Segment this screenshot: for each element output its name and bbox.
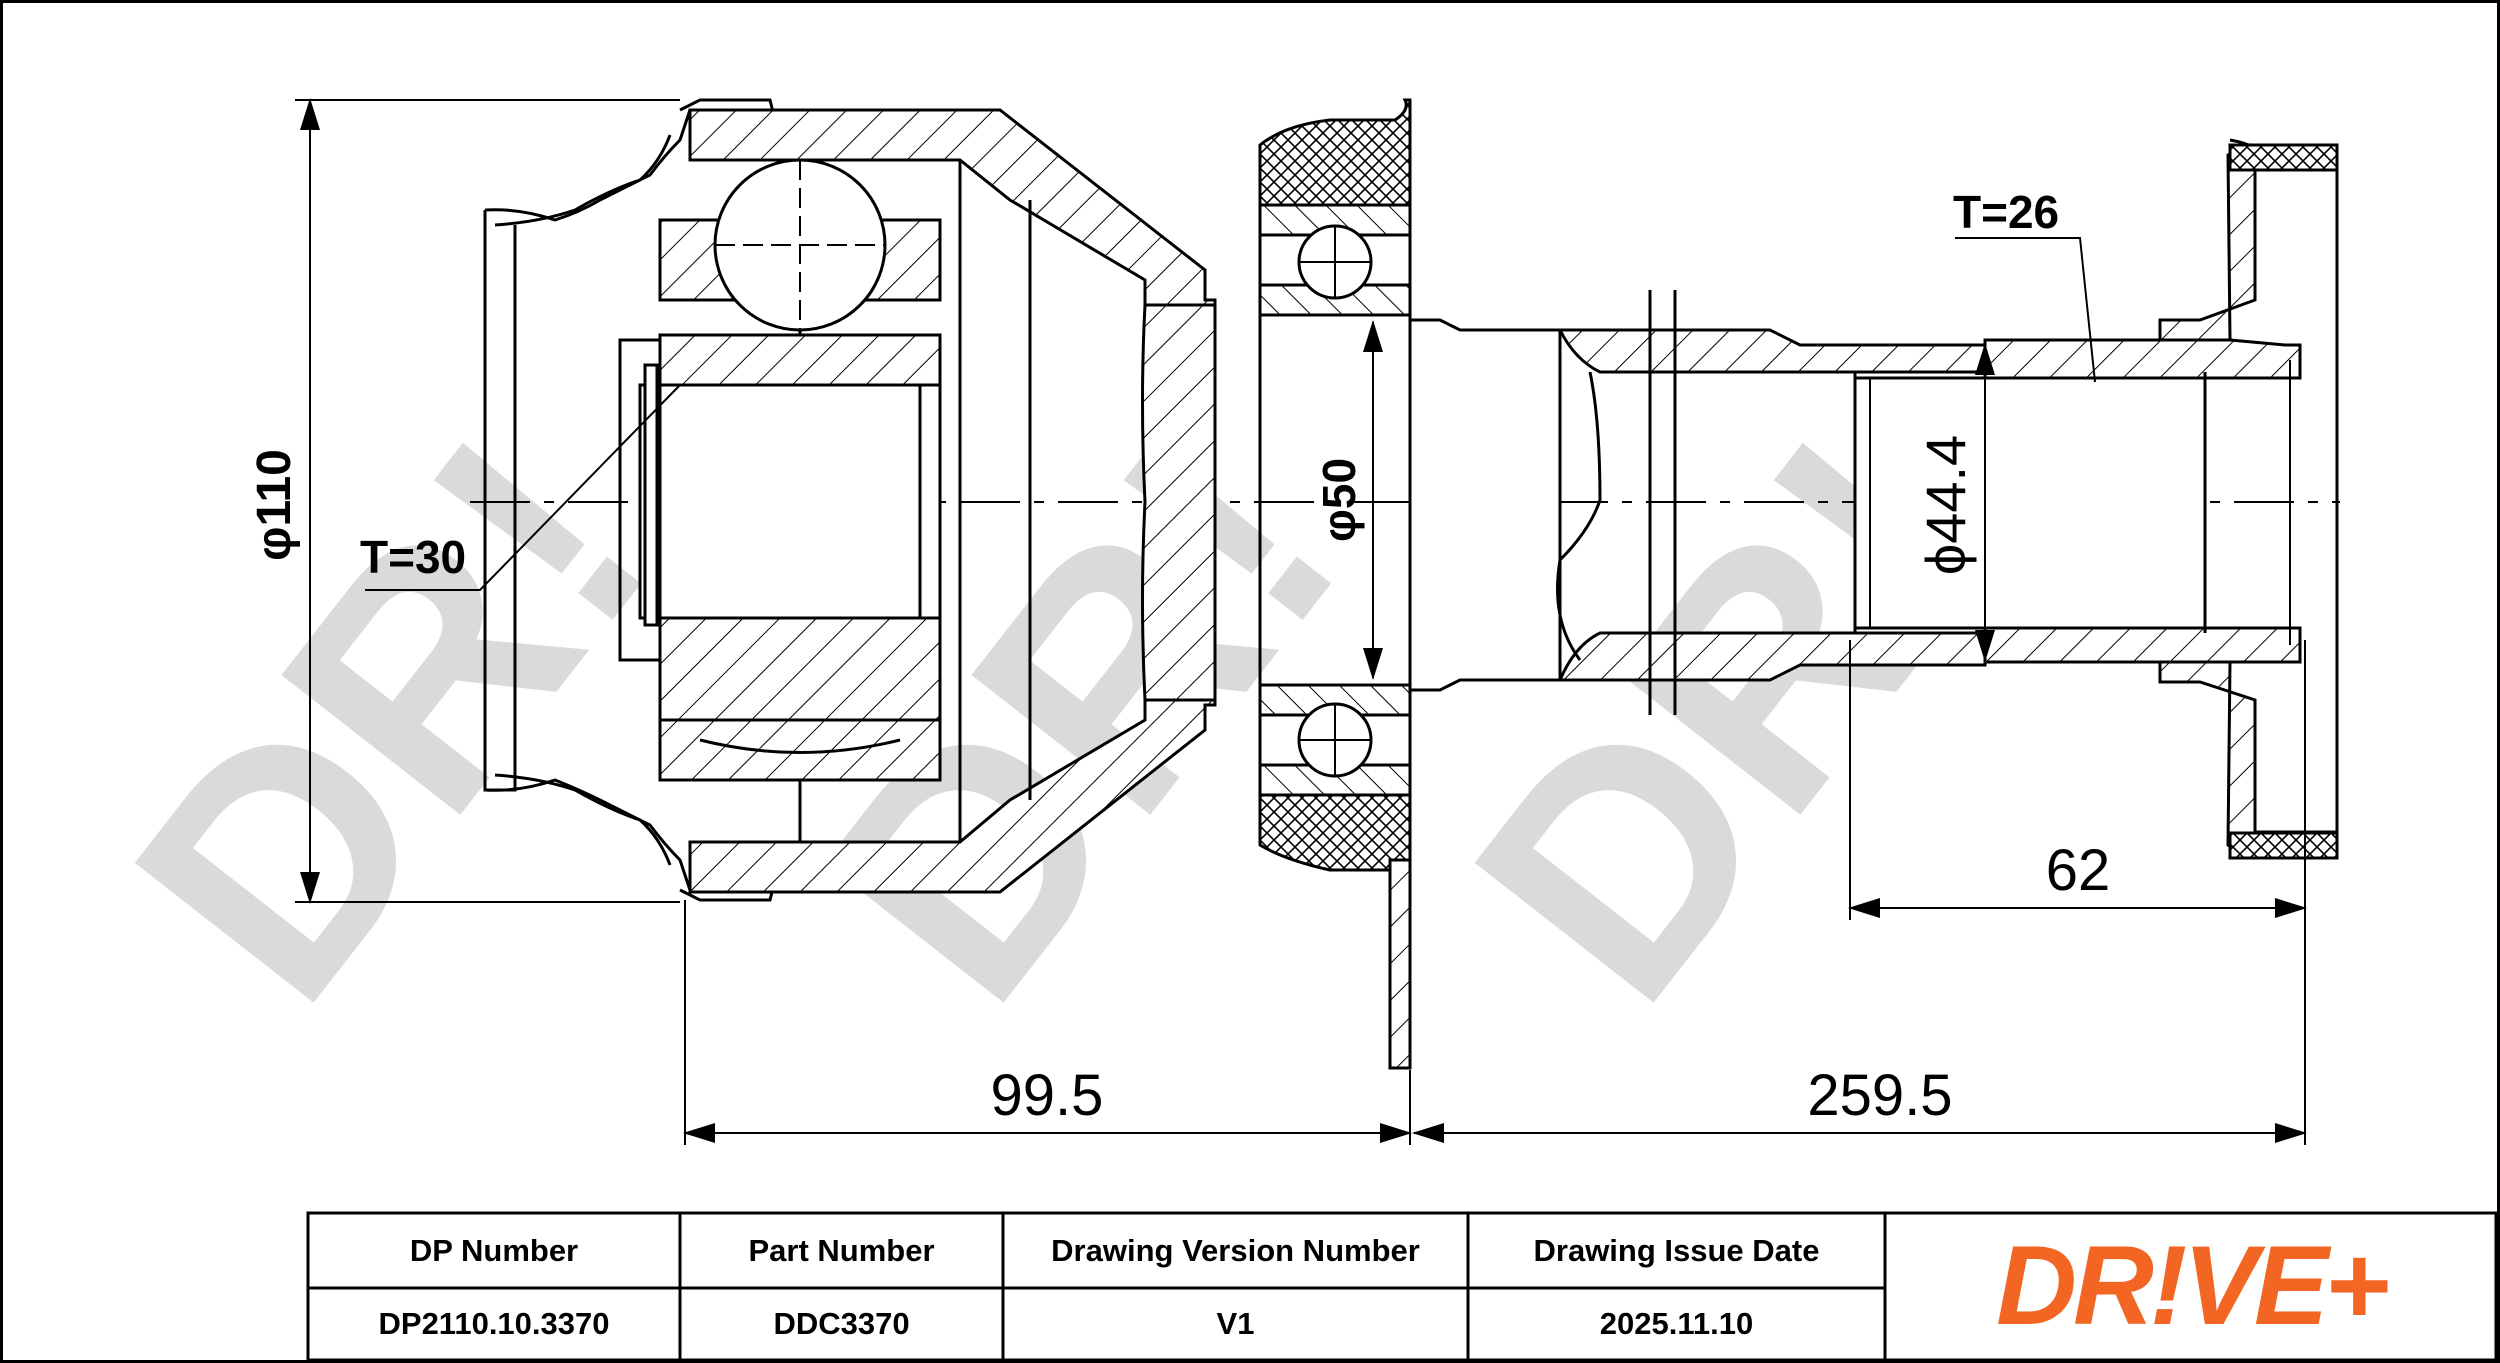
title-block-grid <box>306 1211 2498 1362</box>
value-version: V1 <box>1216 1306 1255 1341</box>
watermark: DR! DR! DR! <box>64 374 2056 1063</box>
bearing-top-outer <box>1258 98 1412 207</box>
bearing-bottom-outer <box>1258 793 1412 872</box>
race-top <box>658 333 942 387</box>
tube-top <box>1983 338 2302 380</box>
label-outer-teeth: T=26 <box>1953 186 2059 238</box>
shaft-top <box>1557 328 1987 374</box>
flange-lower <box>2158 660 2339 860</box>
brand-logo: DR!VE+ <box>1885 1213 2496 1360</box>
tube-bore <box>1853 376 2207 630</box>
value-part-number: DDC3370 <box>773 1306 910 1341</box>
label-bearing-diameter: φ50 <box>1313 458 1365 542</box>
bearing <box>1258 98 1412 1070</box>
housing-wall <box>1141 303 1217 702</box>
label-shaft-bore: ϕ44.4 <box>1914 435 1977 575</box>
shaft <box>1408 138 2339 860</box>
label-flange-width: 62 <box>2046 838 2111 903</box>
label-inner-teeth: T=30 <box>360 531 466 583</box>
header-version: Drawing Version Number <box>1051 1232 1420 1268</box>
race-bore <box>638 383 942 620</box>
label-shaft-length: 259.5 <box>1807 1063 1952 1128</box>
flange-bottom-cap <box>2228 831 2339 860</box>
label-joint-length: 99.5 <box>991 1063 1104 1128</box>
cage-bottom <box>658 718 942 782</box>
title-block: DP Number Part Number Drawing Version Nu… <box>308 1213 2498 1361</box>
value-dp-number: DP2110.10.3370 <box>378 1306 610 1341</box>
bracket <box>1388 858 1412 1070</box>
header-part-number: Part Number <box>748 1232 935 1268</box>
tube-bottom <box>1983 626 2302 664</box>
flange-top-cap <box>2228 143 2339 172</box>
leader-inner-teeth <box>365 384 681 591</box>
shaft-bottom <box>1557 631 1987 682</box>
logo-mark: DR!VE+ <box>1996 1232 2391 1342</box>
leader-outer-teeth <box>1955 237 2096 383</box>
watermark-1: DR! <box>64 374 716 1063</box>
flange-upper <box>2158 143 2339 342</box>
label-outer-diameter: φ110 <box>248 449 301 561</box>
shaft-body-outline <box>1408 318 1562 692</box>
header-dp-number: DP Number <box>409 1232 579 1268</box>
header-issue-date: Drawing Issue Date <box>1533 1232 1820 1268</box>
logo-text: DR!VE+ <box>1996 1232 2387 1342</box>
value-issue-date: 2025.11.10 <box>1599 1306 1754 1341</box>
dimension-lines <box>295 98 2307 1145</box>
dimension-labels: φ110 φ50 ϕ44.4 T=30 T=26 62 99.5 259.5 <box>248 186 2110 1128</box>
